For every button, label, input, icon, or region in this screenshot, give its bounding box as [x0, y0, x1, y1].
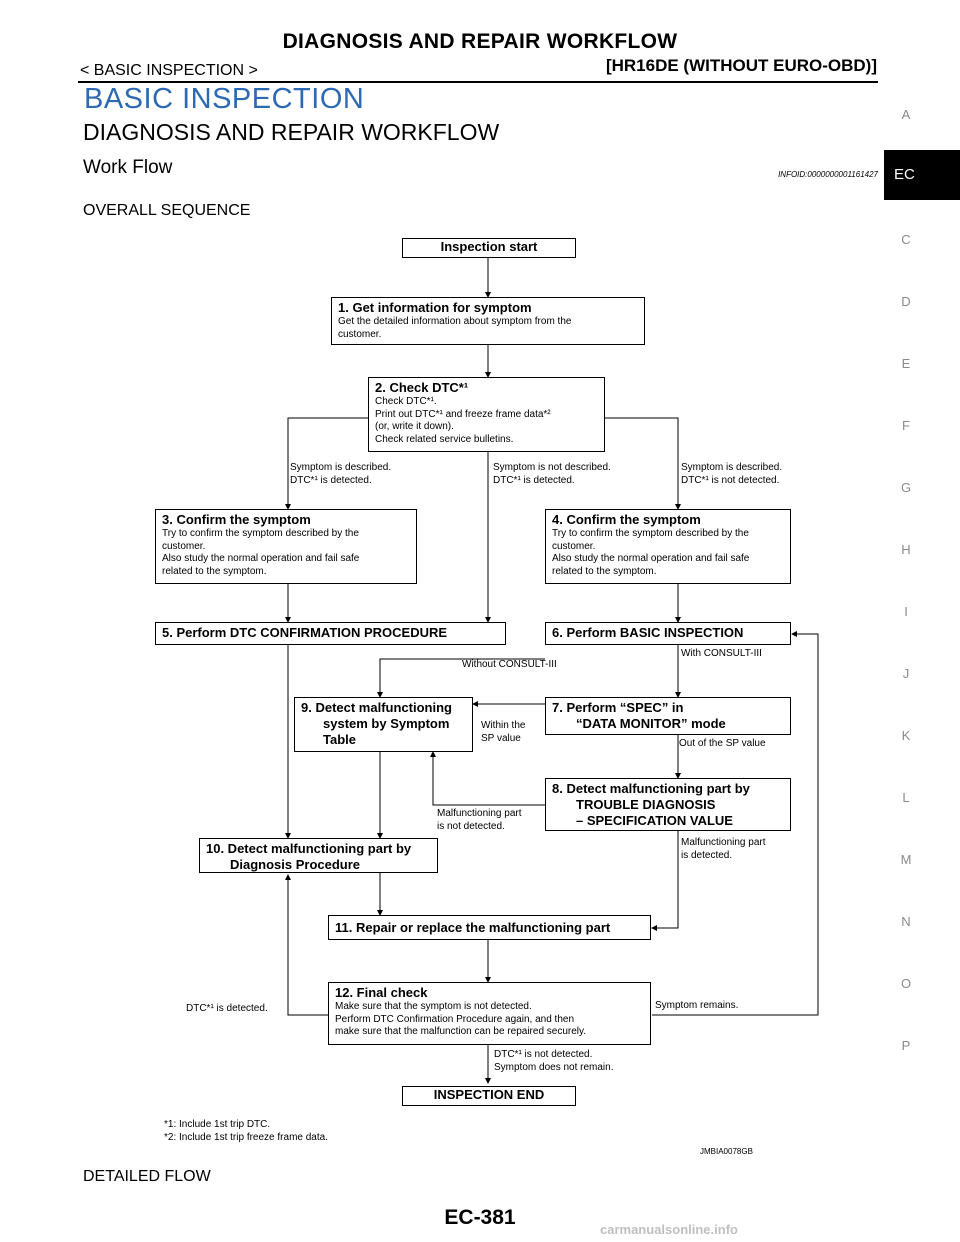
step-5-title: 5. Perform DTC CONFIRMATION PROCEDURE — [162, 625, 448, 640]
step-9-box: 9. Detect malfunctioning system by Sympt… — [294, 697, 473, 752]
step-7-title: 7. Perform “SPEC” in — [552, 700, 684, 715]
inspection-start-box: Inspection start — [402, 238, 576, 258]
step-1-text: customer. — [338, 328, 382, 340]
step-1-title: 1. Get information for symptom — [338, 300, 532, 315]
side-tab-f[interactable]: F — [902, 418, 910, 433]
page-number: EC-381 — [444, 1206, 516, 1229]
step-6-title: 6. Perform BASIC INSPECTION — [552, 625, 744, 640]
side-tab-l[interactable]: L — [902, 790, 910, 805]
side-tab-n[interactable]: N — [901, 914, 911, 929]
step-12-text: make sure that the malfunction can be re… — [335, 1026, 587, 1037]
step-9-title: 9. Detect malfunctioning — [301, 700, 452, 715]
detailed-flow-heading: DETAILED FLOW — [83, 1168, 211, 1185]
info-id: INFOID:0000000001161427 — [778, 170, 878, 179]
step-12-text: Make sure that the symptom is not detect… — [335, 1001, 532, 1012]
step-10-title: Diagnosis Procedure — [230, 857, 361, 872]
step-12-text: Perform DTC Confirmation Procedure again… — [335, 1013, 575, 1025]
step-4-box: 4. Confirm the symptom Try to confirm th… — [545, 509, 791, 584]
side-tab-d[interactable]: D — [901, 294, 911, 309]
step-9-title: Table — [323, 732, 356, 747]
side-tab-e[interactable]: E — [901, 356, 911, 371]
step-10-title: 10. Detect malfunctioning part by — [206, 841, 412, 856]
step-9-title: system by Symptom — [323, 716, 450, 731]
step-2-text: Check DTC*¹. — [375, 396, 437, 407]
step-6-box: 6. Perform BASIC INSPECTION — [545, 622, 791, 645]
step-4-text: Also study the normal operation and fail… — [552, 553, 750, 564]
step-3-text: Also study the normal operation and fail… — [162, 553, 360, 564]
running-header-title: DIAGNOSIS AND REPAIR WORKFLOW — [282, 30, 678, 53]
step-2-title: 2. Check DTC*¹ — [375, 380, 469, 395]
side-tab-j[interactable]: J — [902, 666, 910, 681]
subsection-title: DIAGNOSIS AND REPAIR WORKFLOW — [83, 119, 500, 145]
step-5-box: 5. Perform DTC CONFIRMATION PROCEDURE — [155, 622, 506, 645]
side-tab-ec-label: EC — [894, 166, 915, 183]
footnote-2: *2: Include 1st trip freeze frame data. — [164, 1132, 328, 1143]
side-tab-i[interactable]: I — [904, 604, 908, 619]
branch-label-right: Symptom is described.DTC*¹ is not detect… — [681, 462, 783, 486]
model-label: [HR16DE (WITHOUT EURO-OBD)] — [605, 56, 877, 75]
step-11-box: 11. Repair or replace the malfunctioning… — [328, 915, 651, 940]
step-1-box: 1. Get information for symptom Get the d… — [331, 297, 645, 345]
figure-id: JMBIA0078GB — [700, 1147, 753, 1156]
step-8-title: – SPECIFICATION VALUE — [576, 813, 733, 828]
step-12-box: 12. Final check Make sure that the sympt… — [328, 982, 651, 1045]
step-3-text: Try to confirm the symptom described by … — [162, 528, 359, 539]
step-3-title: 3. Confirm the symptom — [162, 512, 311, 527]
side-tab-p[interactable]: P — [901, 1038, 911, 1053]
step-8-title: 8. Detect malfunctioning part by — [552, 781, 750, 796]
breadcrumb: < BASIC INSPECTION > — [80, 62, 258, 79]
step-12-title: 12. Final check — [335, 985, 428, 1000]
overall-sequence-heading: OVERALL SEQUENCE — [83, 202, 251, 219]
step-4-text: related to the symptom. — [552, 565, 657, 577]
side-tab-k[interactable]: K — [901, 728, 911, 743]
label-dtc-detected: DTC*¹ is detected. — [186, 1003, 268, 1014]
side-tab-g[interactable]: G — [900, 480, 912, 495]
header-rule — [78, 81, 878, 83]
step-11-title: 11. Repair or replace the malfunctioning… — [335, 920, 611, 935]
side-tab-m[interactable]: M — [900, 852, 912, 867]
step-2-box: 2. Check DTC*¹ Check DTC*¹. Print out DT… — [368, 377, 605, 452]
side-tab-c[interactable]: C — [901, 232, 911, 247]
step-2-text: Check related service bulletins. — [375, 433, 514, 445]
step-2-text: Print out DTC*¹ and freeze frame data*² — [375, 408, 551, 420]
step-2-text: (or, write it down). — [375, 421, 454, 432]
step-7-box: 7. Perform “SPEC” in “DATA MONITOR” mode — [545, 697, 791, 735]
step-3-text: related to the symptom. — [162, 565, 267, 577]
label-without-consult: Without CONSULT-III — [462, 659, 557, 670]
step-4-title: 4. Confirm the symptom — [552, 512, 701, 527]
side-tab-h[interactable]: H — [901, 542, 911, 557]
step-8-box: 8. Detect malfunctioning part by TROUBLE… — [545, 778, 791, 831]
work-flow-title: Work Flow — [83, 157, 173, 178]
side-tab-a[interactable]: A — [901, 107, 911, 122]
label-out-of-sp: Out of the SP value — [679, 738, 766, 749]
branch-label-middle: Symptom is not described.DTC*¹ is detect… — [493, 462, 611, 486]
label-dtc-not-detected: DTC*¹ is not detected.Symptom does not r… — [494, 1049, 614, 1073]
branch-label-left: Symptom is described.DTC*¹ is detected. — [290, 462, 392, 486]
step-10-box: 10. Detect malfunctioning part by Diagno… — [199, 838, 438, 873]
section-title: BASIC INSPECTION — [84, 83, 365, 115]
label-with-consult: With CONSULT-III — [681, 648, 762, 659]
step-8-title: TROUBLE DIAGNOSIS — [576, 797, 716, 812]
step-4-text: customer. — [552, 540, 596, 552]
footnote-1: *1: Include 1st trip DTC. — [164, 1119, 271, 1130]
step-3-text: customer. — [162, 540, 206, 552]
step-7-title: “DATA MONITOR” mode — [576, 716, 726, 731]
step-4-text: Try to confirm the symptom described by … — [552, 528, 749, 539]
side-tab-o[interactable]: O — [900, 976, 912, 991]
inspection-end-box: INSPECTION END — [402, 1086, 576, 1106]
step-3-box: 3. Confirm the symptom Try to confirm th… — [155, 509, 417, 584]
step-1-text: Get the detailed information about sympt… — [338, 316, 572, 327]
watermark: carmanualsonline.info — [600, 1222, 738, 1237]
label-symptom-remains: Symptom remains. — [655, 1000, 739, 1011]
side-tab-ec-active[interactable]: EC — [884, 150, 960, 200]
